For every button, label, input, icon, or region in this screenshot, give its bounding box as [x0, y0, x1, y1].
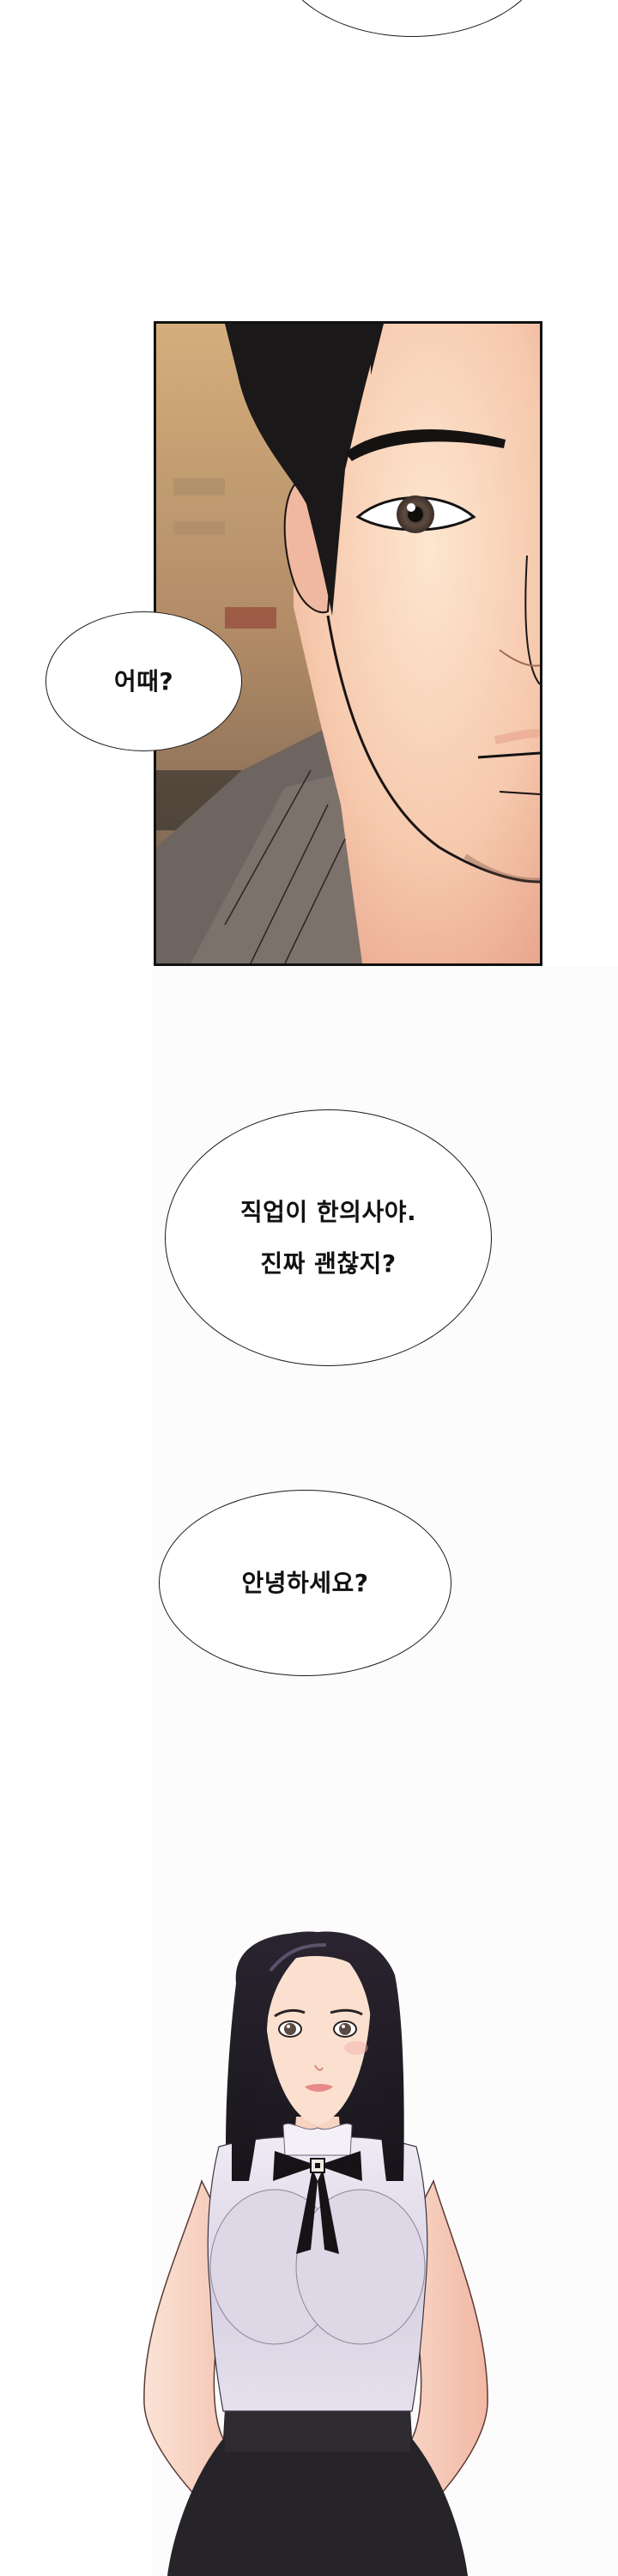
- man-closeup-illustration: [156, 324, 540, 963]
- speech-bubble-eottae: 어때?: [45, 611, 242, 751]
- speech-text: 어때?: [113, 666, 174, 696]
- speech-text: 안녕하세요?: [241, 1568, 369, 1597]
- speech-bubble-greeting: 안녕하세요?: [159, 1490, 451, 1676]
- speech-bubble-job: 직업이 한의사야. 진짜 괜찮지?: [165, 1109, 492, 1366]
- speech-text-line-1: 직업이 한의사야.: [239, 1197, 417, 1226]
- figure-woman: [120, 1923, 515, 2576]
- woman-illustration: [143, 1931, 488, 2576]
- speech-bubble-top-partial: [275, 0, 549, 37]
- speech-text-line-2: 진짜 괜찮지?: [260, 1249, 397, 1278]
- panel-man-closeup: [154, 321, 542, 966]
